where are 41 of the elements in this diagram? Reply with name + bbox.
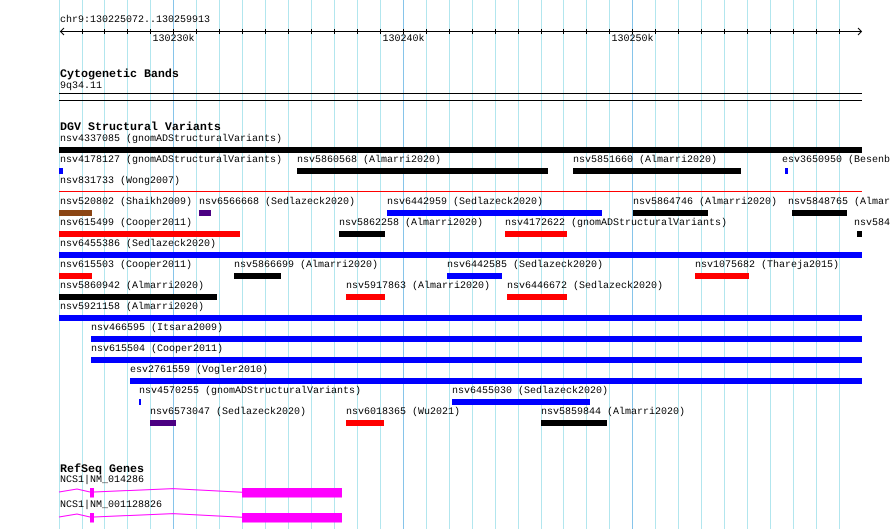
variant-label: nsv6446672 (Sedlazeck2020) (507, 281, 664, 294)
variant-label: nsv831733 (Wong2007) (60, 176, 180, 188)
transcript-label: NCS1|NM_001128826 (60, 500, 162, 512)
variant-label: nsv5864746 (Almarri2020) (633, 197, 778, 210)
band-label: 9q34.11 (60, 80, 102, 93)
variant-label: nsv6573047 (Sedlazeck2020) (150, 407, 306, 420)
variant-label: nsv5862258 (Almarri2020) (339, 218, 484, 230)
variant-label: nsv4178127 (gnomADStructuralVariants) (60, 155, 282, 168)
variant-label: nsv615504 (Cooper2011) (91, 344, 224, 356)
variant-label: nsv6566668 (Sedlazeck2020) (199, 197, 356, 210)
variant-label: nsv1075682 (Thareja2015) (695, 260, 840, 272)
track-title: RefSeq Genes (60, 463, 144, 475)
variant-label: nsv5866699 (Almarri2020) (234, 260, 378, 272)
variant-label: nsv615503 (Cooper2011) (60, 260, 192, 272)
variant-label: nsv6455030 (Sedlazeck2020) (452, 386, 608, 398)
variant-label: nsv5917863 (Almarri2020) (346, 281, 490, 294)
variant-label: nsv520802 (Shaikh2009) (60, 197, 192, 210)
variant-label: nsv5860568 (Almarri2020) (297, 155, 442, 168)
track-title: DGV Structural Variants (60, 121, 221, 134)
variant-label: nsv584 (854, 218, 890, 230)
variant-label: nsv5859844 (Almarri2020) (541, 407, 686, 420)
variant-label: nsv5848765 (Almar (788, 197, 890, 210)
variant-label: nsv5921158 (Almarri2020) (60, 302, 204, 314)
variant-label: esv3650950 (Besenb (782, 155, 890, 168)
variant-label: nsv6442585 (Sedlazeck2020) (447, 260, 604, 272)
variant-label: nsv6455386 (Sedlazeck2020) (60, 239, 216, 252)
coordinate-range-label: chr9:130225072..130259913 (60, 15, 210, 27)
variant-label: nsv6442959 (Sedlazeck2020) (387, 197, 544, 210)
variant-label: nsv4570255 (gnomADStructuralVariants) (139, 386, 362, 398)
variant-label: esv2761559 (Vogler2010) (130, 365, 268, 378)
variant-label: nsv615499 (Cooper2011) (60, 218, 192, 230)
variant-label: nsv5860942 (Almarri2020) (60, 281, 204, 294)
tick-label: 130250k (612, 34, 654, 46)
variant-label: nsv4337085 (gnomADStructuralVariants) (60, 134, 282, 146)
tick-label: 130230k (152, 34, 194, 46)
variant-label: nsv6018365 (Wu2021) (346, 407, 460, 420)
transcript-label: NCS1|NM_014286 (60, 475, 144, 488)
variant-label: nsv5851660 (Almarri2020) (573, 155, 718, 168)
variant-label: nsv466595 (Itsara2009) (91, 323, 224, 336)
variant-label: nsv4172622 (gnomADStructuralVariants) (505, 218, 728, 230)
tick-label: 130240k (382, 34, 424, 46)
